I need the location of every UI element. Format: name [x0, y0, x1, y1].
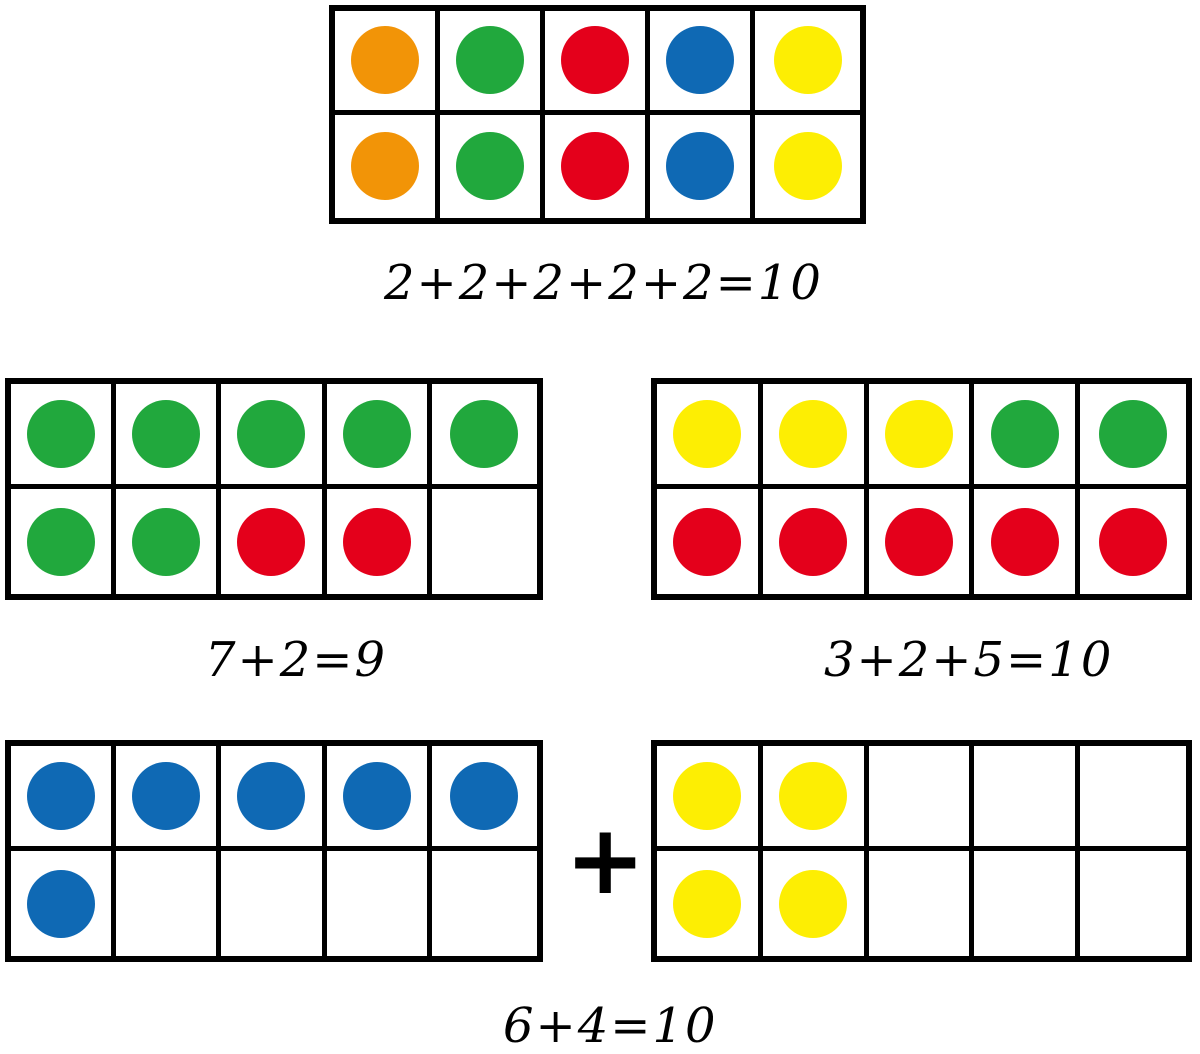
frame-cell	[432, 489, 537, 594]
frame-cell	[657, 384, 763, 489]
frame-cell	[545, 11, 650, 115]
frame-cell	[755, 11, 860, 115]
frame-cell	[221, 746, 327, 851]
red-counter	[342, 507, 411, 576]
equation-middle-left: 7+2=9	[205, 632, 388, 688]
frame-cell	[116, 489, 222, 594]
red-counter	[990, 507, 1059, 576]
frame-cell	[869, 851, 975, 956]
frame-cell	[868, 384, 975, 489]
frame-cell	[11, 384, 117, 489]
green-counter	[342, 400, 411, 468]
ten-frame-bottom-right	[651, 740, 1192, 962]
green-counter	[456, 26, 524, 95]
blue-counter	[450, 762, 519, 830]
ten-frame-top	[329, 5, 866, 224]
red-counter	[1099, 507, 1168, 576]
frame-cell	[974, 746, 1081, 851]
frame-cell	[974, 384, 1081, 489]
green-counter	[450, 400, 519, 468]
frame-cell	[431, 384, 537, 489]
frame-cell	[221, 489, 327, 594]
orange-counter	[351, 132, 419, 201]
frame-cell	[762, 384, 869, 489]
frame-cell	[974, 489, 1081, 594]
frame-cell	[11, 746, 117, 851]
green-counter	[237, 400, 306, 468]
blue-counter	[27, 762, 96, 830]
frame-cell	[762, 746, 869, 851]
frame-cell	[116, 746, 222, 851]
plus-sign: +	[565, 804, 646, 916]
frame-cell	[657, 746, 763, 851]
green-counter	[990, 400, 1059, 468]
equation-bottom: 6+4=10	[503, 998, 718, 1054]
frame-cell	[440, 11, 545, 115]
red-counter	[884, 507, 953, 576]
red-counter	[561, 132, 629, 201]
frame-cell	[545, 114, 650, 218]
frame-cell	[755, 115, 860, 219]
red-counter	[779, 507, 848, 576]
red-counter	[237, 507, 306, 576]
ten-frame-middle-left	[5, 378, 543, 600]
green-counter	[27, 400, 96, 468]
green-counter	[132, 507, 201, 576]
yellow-counter	[773, 132, 842, 201]
frame-cell	[335, 114, 440, 218]
frame-cell	[868, 746, 975, 851]
blue-counter	[27, 869, 96, 938]
orange-counter	[351, 26, 419, 95]
frame-cell	[974, 851, 1081, 956]
yellow-counter	[779, 400, 848, 468]
blue-counter	[132, 762, 201, 830]
frame-cell	[763, 489, 869, 594]
frame-cell	[1080, 851, 1186, 956]
green-counter	[27, 507, 96, 576]
frame-cell	[326, 384, 432, 489]
frame-cell	[1080, 746, 1186, 851]
yellow-counter	[673, 869, 742, 938]
frame-cell	[1080, 384, 1186, 489]
frame-cell	[221, 851, 327, 956]
yellow-counter	[779, 869, 848, 938]
frame-cell	[11, 489, 117, 594]
frame-cell	[221, 384, 327, 489]
red-counter	[673, 507, 742, 576]
ten-frame-bottom-left	[5, 740, 543, 962]
green-counter	[1099, 400, 1168, 468]
frame-cell	[650, 11, 755, 115]
yellow-counter	[884, 400, 953, 468]
yellow-counter	[773, 26, 842, 95]
blue-counter	[666, 26, 734, 95]
frame-cell	[432, 851, 537, 956]
frame-cell	[326, 746, 432, 851]
frame-cell	[116, 851, 222, 956]
ten-frame-middle-right	[651, 378, 1192, 600]
frame-cell	[431, 746, 537, 851]
frame-cell	[327, 851, 432, 956]
frame-cell	[335, 11, 440, 115]
frame-cell	[116, 384, 222, 489]
frame-cell	[763, 851, 869, 956]
blue-counter	[237, 762, 306, 830]
green-counter	[456, 132, 524, 201]
red-counter	[561, 26, 629, 95]
frame-cell	[1080, 489, 1186, 594]
yellow-counter	[779, 762, 848, 830]
green-counter	[132, 400, 201, 468]
frame-cell	[657, 489, 763, 594]
frame-cell	[657, 851, 763, 956]
frame-cell	[869, 489, 975, 594]
frame-cell	[650, 114, 755, 218]
yellow-counter	[673, 400, 742, 468]
frame-cell	[11, 851, 117, 956]
yellow-counter	[673, 762, 742, 830]
equation-top: 2+2+2+2+2=10	[384, 255, 823, 311]
frame-cell	[327, 489, 432, 594]
equation-middle-right: 3+2+5=10	[824, 632, 1114, 688]
frame-cell	[440, 114, 545, 218]
blue-counter	[342, 762, 411, 830]
blue-counter	[666, 132, 734, 201]
